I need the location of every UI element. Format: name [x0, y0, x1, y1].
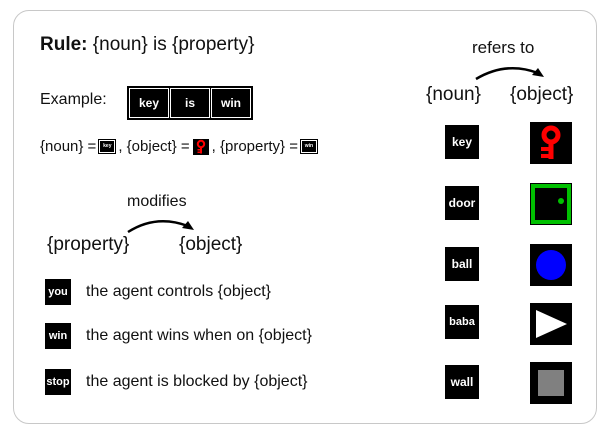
refers-label: refers to: [472, 38, 535, 57]
grey-wall-icon: [530, 362, 572, 404]
mapping-property-label: , {property} =: [211, 138, 298, 155]
green-door-icon: [530, 183, 572, 225]
mini-win-tile: win: [299, 139, 318, 154]
refers-right: {object}: [510, 84, 574, 105]
mapping-noun-label: {noun} =: [40, 138, 97, 155]
modifies-right: {object}: [179, 234, 243, 255]
property-tile-you: you: [44, 278, 72, 306]
modifies-arrow-icon: [127, 220, 194, 234]
rule-title: Rule: {noun} is {property}: [40, 34, 254, 56]
noun-tile-key: key: [444, 124, 480, 160]
blue-ball-icon: [530, 244, 572, 286]
property-row-stop: stop the agent is blocked by {object}: [44, 368, 308, 396]
property-desc-stop: the agent is blocked by {object}: [86, 373, 308, 390]
mini-red-key-icon: [192, 138, 209, 155]
example-tile-key: key: [129, 88, 169, 118]
property-desc-you: the agent controls {object}: [86, 283, 272, 300]
rule-text: {noun} is {property}: [92, 34, 255, 55]
example-mapping: {noun} = key , {object} = , {property} =…: [40, 138, 320, 155]
property-row-win: win the agent wins when on {object}: [44, 322, 312, 350]
noun-tile-ball: ball: [444, 246, 480, 282]
property-tile-win: win: [44, 322, 72, 350]
noun-tile-baba: baba: [444, 304, 480, 340]
mini-key-tile: key: [98, 139, 117, 154]
red-key-icon: [530, 122, 572, 164]
modifies-label: modifies: [127, 193, 187, 210]
refers-arrow-icon: [475, 67, 544, 81]
refers-left: {noun}: [426, 84, 481, 105]
mapping-object-label: , {object} =: [118, 138, 190, 155]
example-tiles: key is win: [127, 86, 253, 120]
noun-tile-door: door: [444, 185, 480, 221]
property-tile-stop: stop: [44, 368, 72, 396]
rule-prefix: Rule:: [40, 34, 88, 55]
example-tile-win: win: [211, 88, 251, 118]
noun-tile-wall: wall: [444, 364, 480, 400]
rule-card: [13, 10, 597, 424]
modifies-left: {property}: [47, 234, 130, 255]
example-tile-is: is: [170, 88, 210, 118]
property-desc-win: the agent wins when on {object}: [86, 327, 312, 344]
property-row-you: you the agent controls {object}: [44, 278, 271, 306]
white-triangle-icon: [530, 303, 572, 345]
example-label: Example:: [40, 91, 107, 108]
